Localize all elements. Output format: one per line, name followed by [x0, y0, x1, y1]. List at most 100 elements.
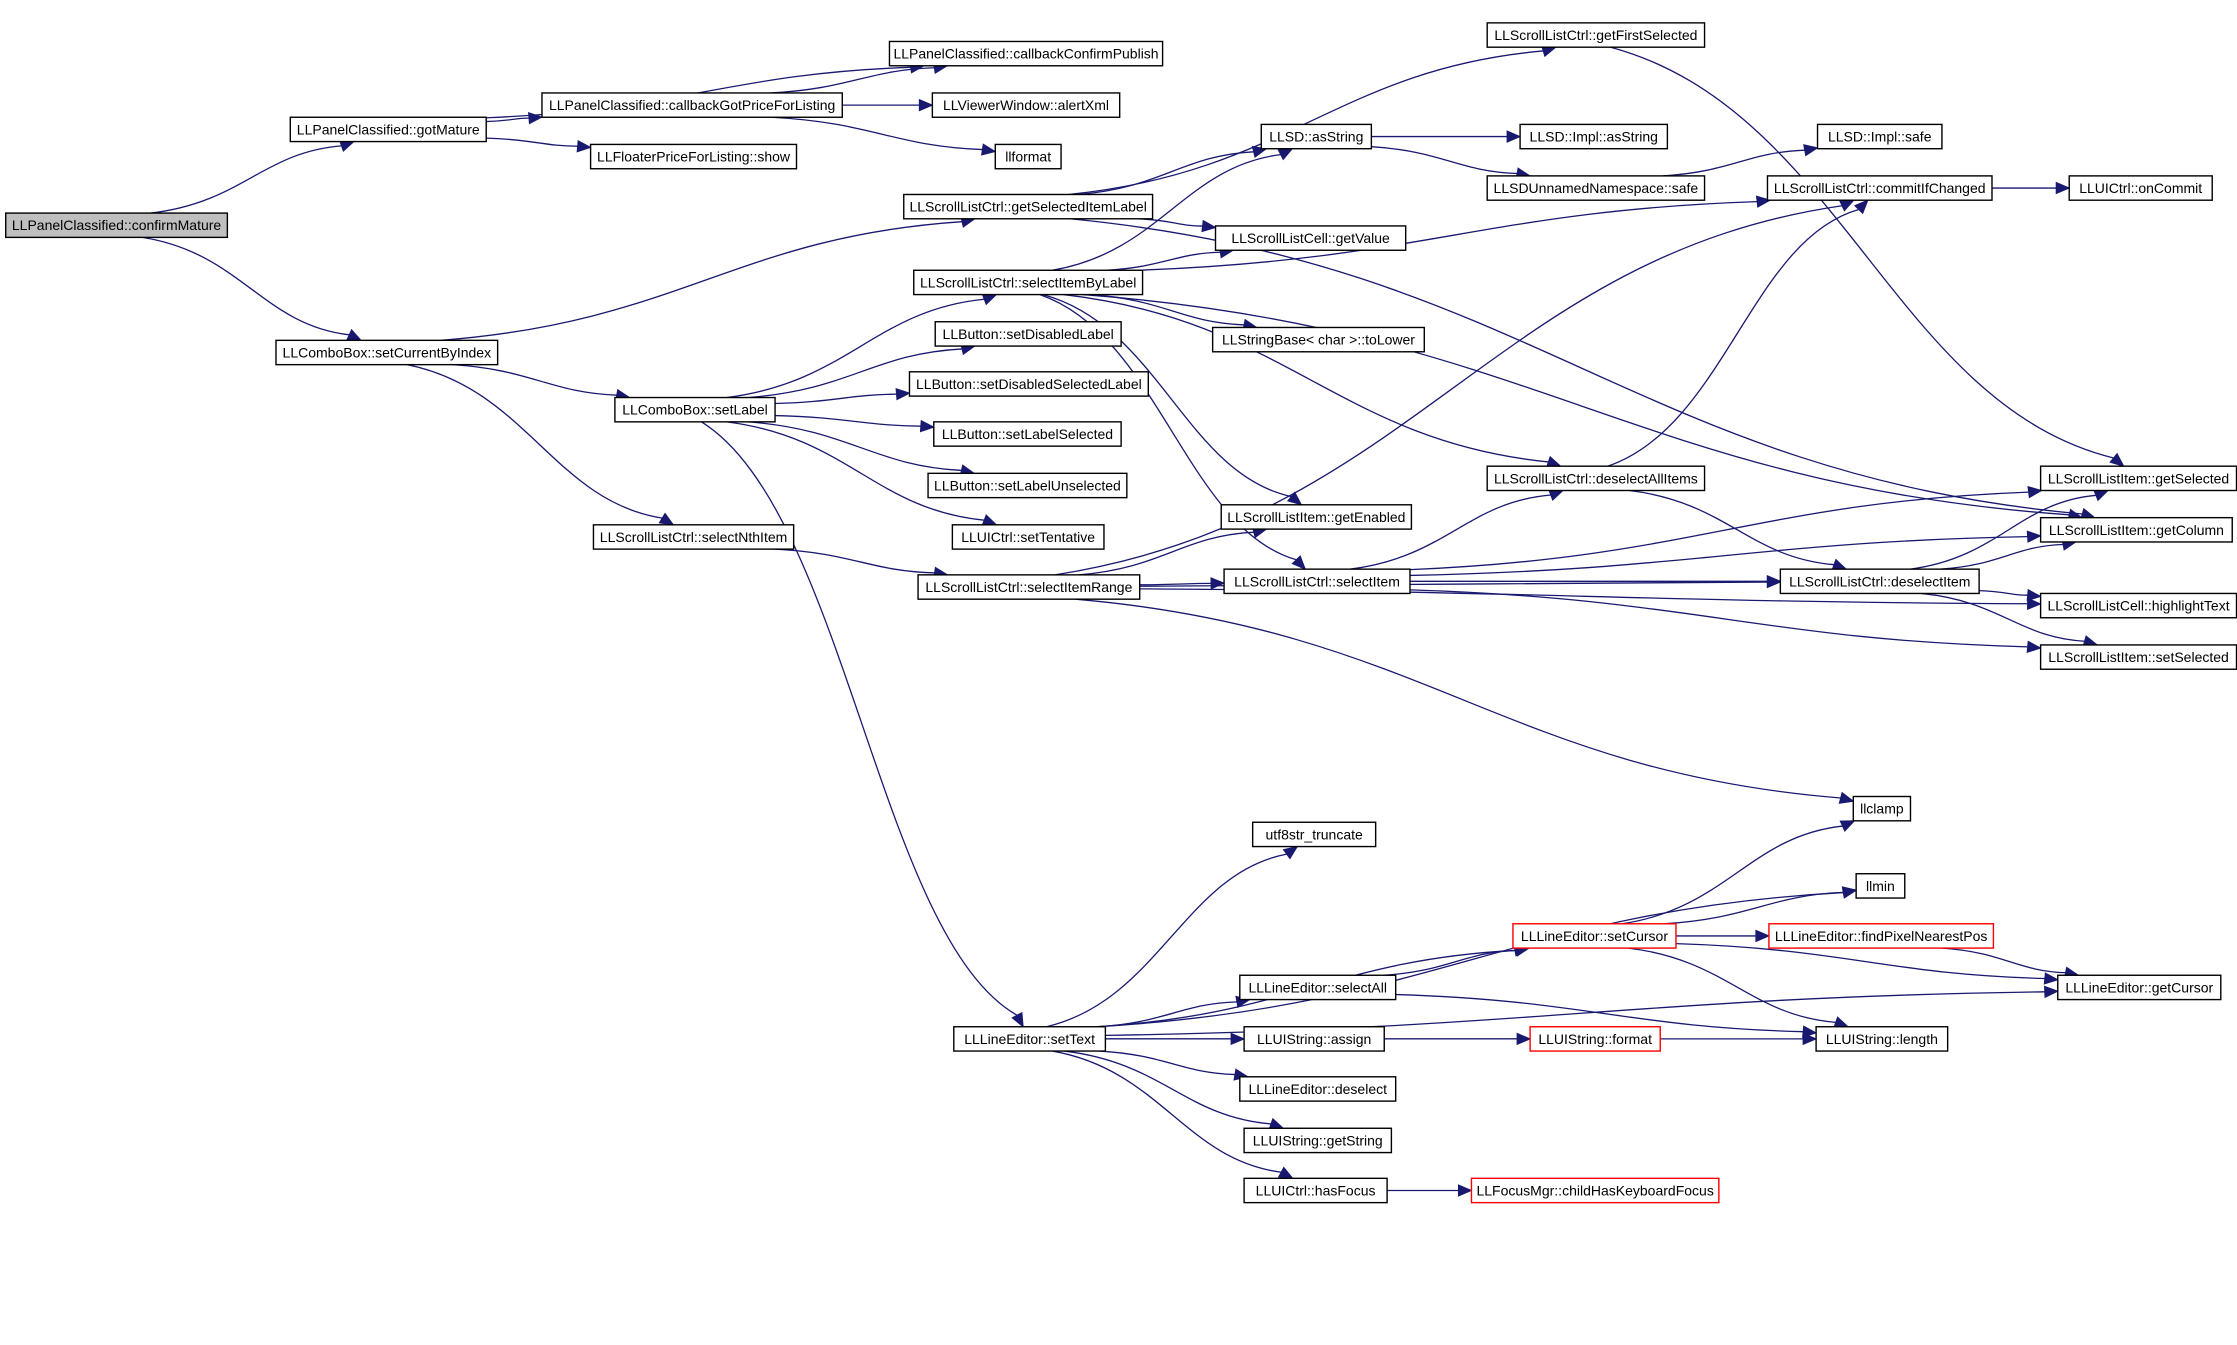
- node-llsd-impl-safe[interactable]: LLSD::Impl::safe: [1816, 123, 1943, 150]
- node-box[interactable]: [275, 339, 499, 366]
- node-llscrolllistitem-getselected[interactable]: LLScrollListItem::getSelected: [2039, 465, 2237, 492]
- node-box[interactable]: [2039, 465, 2237, 492]
- node-llbutton-setlabelunselected[interactable]: LLButton::setLabelUnselected: [927, 472, 1128, 499]
- node-box[interactable]: [1251, 821, 1377, 848]
- node-box[interactable]: [1529, 1026, 1661, 1052]
- node-llformat[interactable]: llformat: [994, 143, 1062, 170]
- node-lllineeditor-deselect[interactable]: LLLineEditor::deselect: [1239, 1076, 1397, 1102]
- node-llclamp[interactable]: llclamp: [1852, 795, 1912, 822]
- node-llscrolllistctrl-deselectallitems[interactable]: LLScrollListCtrl::deselectAllItems: [1486, 465, 1706, 492]
- node-box[interactable]: [1243, 1127, 1393, 1154]
- node-lllineeditor-selectall[interactable]: LLLineEditor::selectAll: [1239, 974, 1397, 1001]
- node-box[interactable]: [2039, 592, 2237, 619]
- node-box[interactable]: [994, 143, 1062, 170]
- node-lllineeditor-setcursor[interactable]: LLLineEditor::setCursor: [1512, 923, 1677, 949]
- node-box[interactable]: [2039, 516, 2233, 543]
- node-llsdunnamednamespace-safe[interactable]: LLSDUnnamedNamespace::safe: [1486, 175, 1706, 201]
- node-box[interactable]: [934, 321, 1122, 347]
- node-llmin[interactable]: llmin: [1855, 873, 1906, 899]
- node-llscrolllistitem-getcolumn[interactable]: LLScrollListItem::getColumn: [2039, 516, 2233, 543]
- node-llstringbase-char-tolower[interactable]: LLStringBase< char >::toLower: [1211, 326, 1425, 353]
- node-box[interactable]: [1211, 326, 1425, 353]
- node-llsd-impl-asstring[interactable]: LLSD::Impl::asString: [1519, 123, 1669, 150]
- node-llpanelclassified-confirmmature[interactable]: LLPanelClassified::confirmMature: [5, 212, 229, 239]
- node-lluictrl-hasfocus[interactable]: LLUICtrl::hasFocus: [1243, 1177, 1388, 1204]
- node-box[interactable]: [1855, 873, 1906, 899]
- node-box[interactable]: [917, 574, 1141, 600]
- node-llcombobox-setlabel[interactable]: LLComboBox::setLabel: [614, 396, 776, 423]
- node-llscrolllistitem-setselected[interactable]: LLScrollListItem::setSelected: [2039, 644, 2237, 670]
- node-box[interactable]: [1486, 22, 1706, 48]
- node-box[interactable]: [1239, 974, 1397, 1001]
- node-box[interactable]: [1214, 225, 1407, 251]
- node-lluistring-format[interactable]: LLUIString::format: [1529, 1026, 1661, 1052]
- node-box[interactable]: [1243, 1177, 1388, 1204]
- node-llbutton-setdisabledselectedlabel[interactable]: LLButton::setDisabledSelectedLabel: [908, 371, 1149, 397]
- node-llscrolllistctrl-getselecteditemlabel[interactable]: LLScrollListCtrl::getSelectedItemLabel: [903, 193, 1154, 220]
- node-box[interactable]: [951, 524, 1105, 550]
- node-box[interactable]: [1470, 1177, 1720, 1204]
- node-utf8str-truncate[interactable]: utf8str_truncate: [1251, 821, 1377, 848]
- node-box[interactable]: [5, 212, 229, 239]
- node-llscrolllistctrl-selectnthitem[interactable]: LLScrollListCtrl::selectNthItem: [592, 524, 795, 550]
- node-lllineeditor-settext[interactable]: LLLineEditor::setText: [953, 1026, 1107, 1052]
- node-box[interactable]: [2068, 175, 2213, 201]
- node-box[interactable]: [1519, 123, 1669, 150]
- node-llcombobox-setcurrentbyindex[interactable]: LLComboBox::setCurrentByIndex: [275, 339, 499, 366]
- node-box[interactable]: [1779, 568, 1980, 595]
- node-llscrolllistctrl-commitifchanged[interactable]: LLScrollListCtrl::commitIfChanged: [1766, 175, 1993, 201]
- node-box[interactable]: [1239, 1076, 1397, 1102]
- node-box[interactable]: [903, 193, 1154, 220]
- node-box[interactable]: [927, 472, 1128, 499]
- node-lluistring-assign[interactable]: LLUIString::assign: [1243, 1026, 1385, 1052]
- node-llscrolllistcell-highlighttext[interactable]: LLScrollListCell::highlightText: [2039, 592, 2237, 619]
- node-box[interactable]: [908, 371, 1149, 397]
- node-lluistring-length[interactable]: LLUIString::length: [1815, 1026, 1949, 1052]
- node-llpanelclassified-callbackgotpriceforlisting[interactable]: LLPanelClassified::callbackGotPriceForLi…: [541, 92, 843, 118]
- node-box[interactable]: [1486, 175, 1706, 201]
- node-box[interactable]: [933, 421, 1122, 447]
- node-llscrolllistitem-getenabled[interactable]: LLScrollListItem::getEnabled: [1220, 504, 1413, 530]
- node-box[interactable]: [592, 524, 795, 550]
- node-llscrolllistctrl-selectitem[interactable]: LLScrollListCtrl::selectItem: [1223, 568, 1411, 595]
- node-box[interactable]: [1852, 795, 1912, 822]
- node-llpanelclassified-callbackconfirmpublish[interactable]: LLPanelClassified::callbackConfirmPublis…: [888, 40, 1164, 67]
- node-box[interactable]: [913, 269, 1144, 296]
- node-lllineeditor-findpixelnearestpos[interactable]: LLLineEditor::findPixelNearestPos: [1768, 923, 1995, 949]
- node-llfocusmgr-childhaskeyboardfocus[interactable]: LLFocusMgr::childHasKeyboardFocus: [1470, 1177, 1720, 1204]
- node-lllineeditor-getcursor[interactable]: LLLineEditor::getCursor: [2057, 974, 2222, 1001]
- node-box[interactable]: [2039, 644, 2237, 670]
- node-llscrolllistctrl-deselectitem[interactable]: LLScrollListCtrl::deselectItem: [1779, 568, 1980, 595]
- node-llsd-asstring[interactable]: LLSD::asString: [1260, 123, 1373, 150]
- node-llviewerwindow-alertxml[interactable]: LLViewerWindow::alertXml: [931, 92, 1121, 118]
- node-lluictrl-oncommit[interactable]: LLUICtrl::onCommit: [2068, 175, 2213, 201]
- node-box[interactable]: [1816, 123, 1943, 150]
- node-box[interactable]: [1223, 568, 1411, 595]
- node-llscrolllistcell-getvalue[interactable]: LLScrollListCell::getValue: [1214, 225, 1407, 251]
- node-box[interactable]: [541, 92, 843, 118]
- node-box[interactable]: [953, 1026, 1107, 1052]
- node-box[interactable]: [2057, 974, 2222, 1001]
- node-llscrolllistctrl-selectitemrange[interactable]: LLScrollListCtrl::selectItemRange: [917, 574, 1141, 600]
- node-llbutton-setdisabledlabel[interactable]: LLButton::setDisabledLabel: [934, 321, 1122, 347]
- node-box[interactable]: [1243, 1026, 1385, 1052]
- node-llfloaterpriceforlisting-show[interactable]: LLFloaterPriceForListing::show: [589, 143, 798, 170]
- node-box[interactable]: [1766, 175, 1993, 201]
- node-box[interactable]: [1815, 1026, 1949, 1052]
- node-llpanelclassified-gotmature[interactable]: LLPanelClassified::gotMature: [289, 116, 487, 143]
- node-llscrolllistctrl-getfirstselected[interactable]: LLScrollListCtrl::getFirstSelected: [1486, 22, 1706, 48]
- node-box[interactable]: [931, 92, 1121, 118]
- node-box[interactable]: [1768, 923, 1995, 949]
- node-llbutton-setlabelselected[interactable]: LLButton::setLabelSelected: [933, 421, 1122, 447]
- node-box[interactable]: [614, 396, 776, 423]
- node-box[interactable]: [1260, 123, 1373, 150]
- node-box[interactable]: [1220, 504, 1413, 530]
- node-box[interactable]: [1486, 465, 1706, 492]
- node-box[interactable]: [289, 116, 487, 143]
- node-box[interactable]: [888, 40, 1164, 67]
- node-box[interactable]: [589, 143, 798, 170]
- node-lluistring-getstring[interactable]: LLUIString::getString: [1243, 1127, 1393, 1154]
- node-llscrolllistctrl-selectitembylabel[interactable]: LLScrollListCtrl::selectItemByLabel: [913, 269, 1144, 296]
- node-box[interactable]: [1512, 923, 1677, 949]
- node-lluictrl-settentative[interactable]: LLUICtrl::setTentative: [951, 524, 1105, 550]
